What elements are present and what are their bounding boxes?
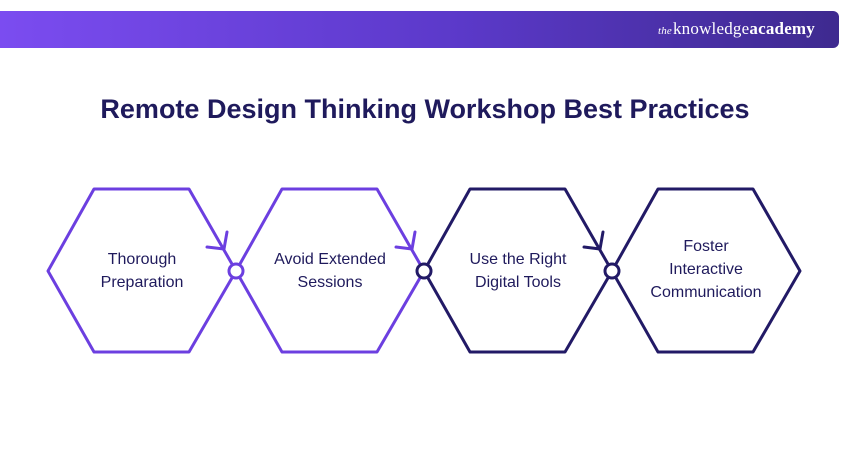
arrow-icon-2 bbox=[394, 230, 417, 251]
brand-logo[interactable]: theknowledgeacademy bbox=[658, 19, 815, 39]
step-4-line-2: Interactive bbox=[669, 261, 743, 278]
diagram-title: Remote Design Thinking Workshop Best Pra… bbox=[100, 94, 750, 124]
step-1-line-2: Preparation bbox=[100, 274, 184, 291]
hexagon-step-4 bbox=[610, 187, 802, 354]
arrow-icon-1 bbox=[205, 230, 229, 251]
arrow-icon-3 bbox=[582, 230, 605, 251]
brand-main: knowledge bbox=[672, 19, 750, 38]
step-label-1: Thorough Preparation bbox=[67, 248, 217, 294]
step-3-line-2: Digital Tools bbox=[475, 274, 561, 291]
step-4-line-3: Communication bbox=[650, 284, 762, 301]
brand-prefix: the bbox=[657, 25, 672, 37]
connector-circle-3 bbox=[603, 262, 621, 280]
step-label-2: Avoid Extended Sessions bbox=[255, 248, 405, 294]
header-bar: theknowledgeacademy bbox=[0, 11, 839, 48]
step-2-line-1: Avoid Extended bbox=[274, 251, 386, 268]
step-3-line-1: Use the Right bbox=[469, 251, 567, 268]
brand-strong: academy bbox=[749, 19, 815, 38]
step-label-3: Use the Right Digital Tools bbox=[443, 248, 593, 294]
step-1-line-1: Thorough bbox=[107, 251, 177, 268]
connector-circle-1 bbox=[227, 262, 245, 280]
step-4-line-1: Foster bbox=[683, 238, 729, 255]
step-label-4: Foster Interactive Communication bbox=[631, 235, 781, 304]
step-2-line-2: Sessions bbox=[297, 274, 363, 291]
connector-circle-2 bbox=[415, 262, 433, 280]
